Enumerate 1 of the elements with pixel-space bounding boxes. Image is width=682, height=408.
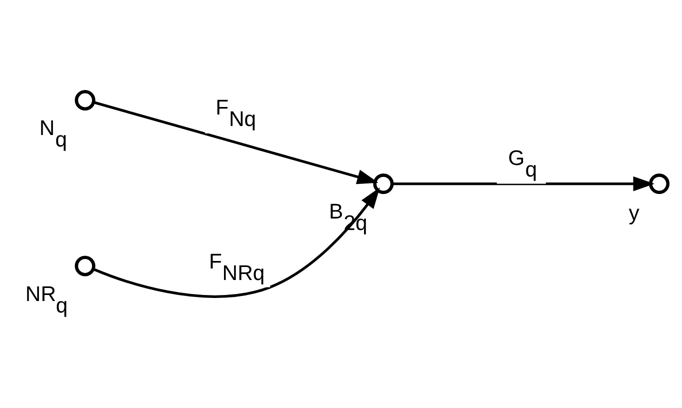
node-label: y [628,202,640,225]
